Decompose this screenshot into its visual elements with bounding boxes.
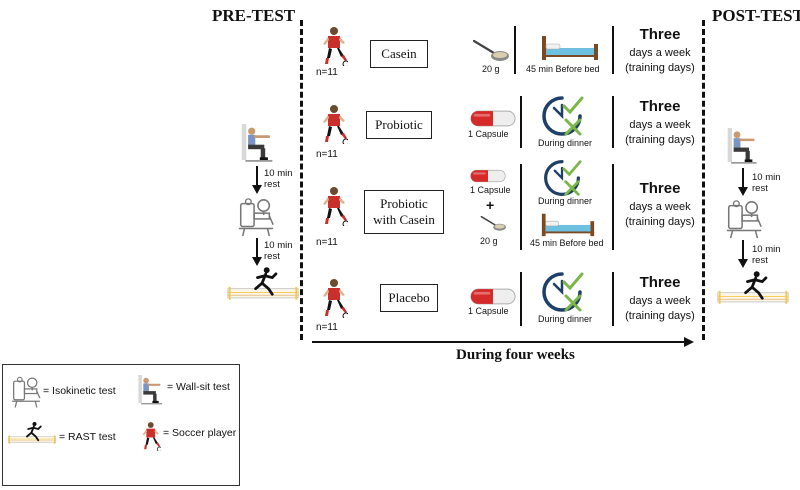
frequency-detail: days a week (training days) [616, 118, 704, 148]
group-n-label: n=11 [316, 237, 338, 248]
rest-label-line: rest [264, 251, 280, 263]
soccer-player-icon [318, 104, 348, 144]
clock-check-cutlery-icon [542, 158, 582, 198]
legend-wall-sit-label: = Wall-sit test [167, 381, 230, 393]
separator [520, 272, 522, 326]
soccer-player-icon [318, 26, 348, 66]
legend-soccer-label: = Soccer player [163, 427, 237, 439]
group-name-box: Placebo [380, 284, 438, 312]
isokinetic-icon [722, 198, 766, 240]
rest-label-line: rest [752, 255, 768, 267]
group-n-label: n=11 [316, 67, 338, 78]
separator [520, 164, 522, 250]
rest-label: 10 min rest [752, 172, 781, 195]
frequency-main: Three [639, 26, 681, 43]
rast-test-icon [716, 270, 790, 308]
plus-sign: + [486, 197, 495, 213]
post-test-title: POST-TEST [712, 6, 800, 25]
separator [514, 26, 516, 74]
frequency-detail: days a week (training days) [616, 46, 704, 76]
frequency-line: (training days) [625, 61, 695, 74]
separator [520, 96, 522, 148]
soccer-player-icon [318, 186, 348, 226]
frequency-line: (training days) [625, 133, 695, 146]
pre-divider [300, 20, 303, 340]
legend-rast-label: = RAST test [59, 431, 116, 443]
arrow-down-icon [738, 240, 748, 268]
bed-icon [540, 32, 600, 62]
wall-sit-icon [726, 126, 760, 164]
group-n-label: n=11 [316, 149, 338, 160]
rest-label-line: 10 min [264, 168, 293, 179]
separator [612, 272, 614, 326]
supplement-timing: During dinner [538, 196, 593, 206]
wall-sit-icon [240, 122, 276, 162]
arrow-down-icon [252, 238, 262, 266]
supplement-timing: 45 min Before bed [530, 238, 604, 248]
frequency-detail: days a week (training days) [616, 294, 704, 324]
supplement-amount: 20 g [482, 64, 500, 74]
supplement-timing: 45 min Before bed [526, 64, 600, 74]
bed-icon [540, 210, 596, 238]
supplement-timing: During dinner [538, 138, 593, 148]
supplement-amount: 1 Capsule [470, 185, 511, 195]
frequency-line: days a week [629, 201, 691, 213]
clock-check-cutlery-icon [540, 270, 584, 314]
isokinetic-icon [234, 196, 278, 238]
separator [612, 26, 614, 74]
rest-label-line: 10 min [752, 172, 781, 183]
supplement-amount: 1 Capsule [468, 129, 509, 139]
arrow-down-icon [738, 168, 748, 196]
spoon-icon [472, 38, 512, 62]
legend: = Isokinetic test = Wall-sit test = RAST… [2, 364, 240, 486]
separator [612, 164, 614, 250]
rest-label-line: 10 min [264, 240, 293, 251]
group-name-box: Casein [370, 40, 428, 68]
frequency-main: Three [639, 98, 681, 115]
legend-isokinetic-label: = Isokinetic test [43, 385, 116, 397]
rest-label-line: rest [264, 179, 280, 191]
frequency-line: (training days) [625, 215, 695, 228]
group-n-label: n=11 [316, 322, 338, 333]
separator [612, 96, 614, 148]
clock-check-cutlery-icon [540, 94, 584, 138]
rast-test-icon [226, 266, 300, 304]
capsule-icon [470, 110, 516, 127]
arrow-down-icon [252, 166, 262, 194]
rest-label-line: rest [752, 183, 768, 195]
timeline-arrow [312, 337, 694, 347]
frequency-line: days a week [629, 47, 691, 59]
duration-label: During four weeks [456, 347, 575, 363]
group-name-box: Probiotic [366, 111, 432, 139]
rest-label: 10 min rest [752, 244, 781, 267]
frequency-detail: days a week (training days) [616, 200, 704, 230]
wall-sit-icon [137, 373, 165, 405]
pre-test-title: PRE-TEST [212, 6, 296, 25]
capsule-icon [470, 288, 516, 305]
spoon-icon [480, 214, 508, 232]
frequency-line: (training days) [625, 309, 695, 322]
post-divider [702, 20, 705, 340]
frequency-line: days a week [629, 295, 691, 307]
supplement-amount: 20 g [480, 236, 498, 246]
soccer-player-icon [139, 421, 161, 451]
rest-label-line: 10 min [752, 244, 781, 255]
frequency-main: Three [639, 274, 681, 291]
isokinetic-icon [9, 375, 43, 409]
supplement-amount: 1 Capsule [468, 306, 509, 316]
group-name-box: Probiotic with Casein [364, 190, 444, 234]
rest-label: 10 min rest [264, 168, 293, 191]
rast-test-icon [7, 421, 57, 447]
frequency-line: days a week [629, 119, 691, 131]
frequency-main: Three [639, 180, 681, 197]
rest-label: 10 min rest [264, 240, 293, 263]
capsule-icon [470, 169, 506, 183]
supplement-timing: During dinner [538, 314, 593, 324]
soccer-player-icon [318, 278, 348, 318]
